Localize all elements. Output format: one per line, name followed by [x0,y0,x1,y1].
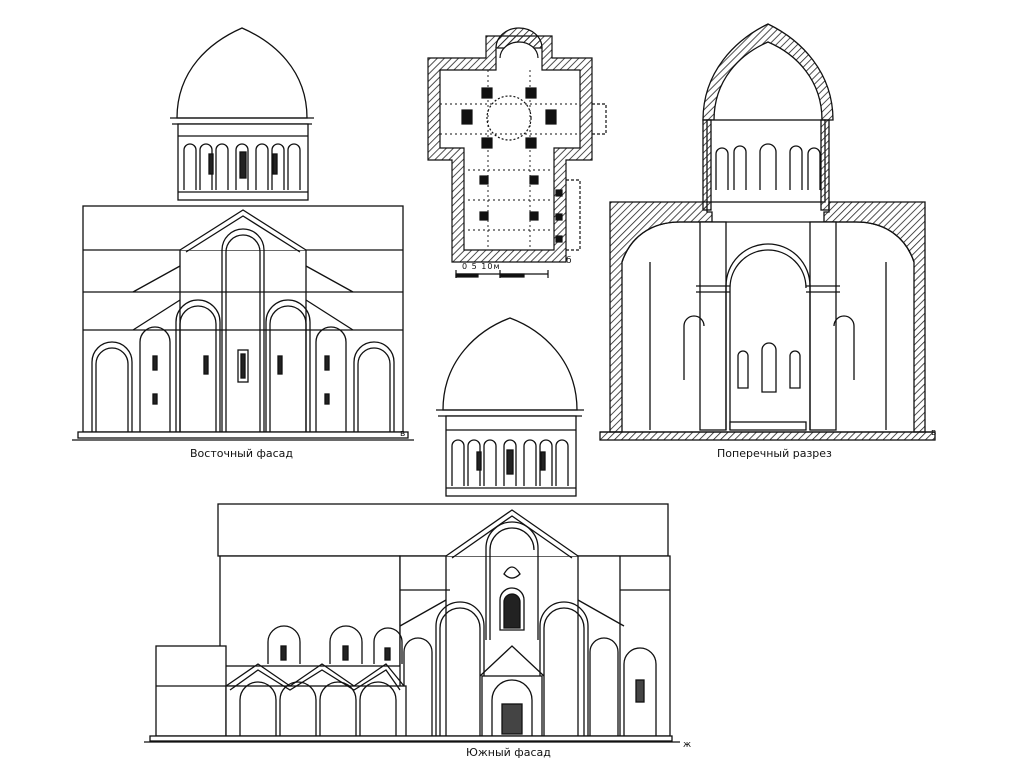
south-facade-caption: Южный фасад [466,746,551,759]
south-facade-mark: ж [683,740,692,750]
scale-bar-label: 0 5 10м [462,262,501,271]
cross-section-drawing [599,23,936,441]
east-facade-drawing [72,27,414,441]
south-facade-drawing [144,317,680,743]
plan-mark: б [566,256,572,266]
cross-section-caption: Поперечный разрез [717,447,832,460]
east-facade-mark: в [400,429,406,439]
floor-plan-drawing [427,27,607,278]
cross-section-mark: в [931,428,937,438]
east-facade-caption: Восточный фасад [190,447,294,460]
